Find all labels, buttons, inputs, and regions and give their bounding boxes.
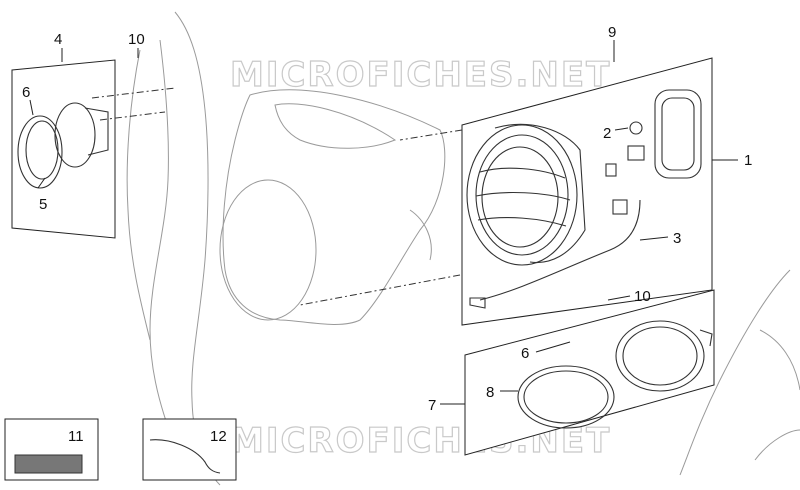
part-box-12 xyxy=(142,418,237,481)
callout-10-bottom: 10 xyxy=(634,288,651,305)
callout-2: 2 xyxy=(603,125,611,142)
callout-12: 12 xyxy=(210,428,227,445)
callout-6-top: 6 xyxy=(22,84,30,101)
callout-5: 5 xyxy=(39,196,47,213)
part-box-11 xyxy=(4,418,99,481)
callout-7: 7 xyxy=(428,397,436,414)
callout-6-bottom: 6 xyxy=(521,345,529,362)
watermark-top: MICROFICHES.NET xyxy=(230,55,611,95)
callout-8: 8 xyxy=(486,384,494,401)
fender-outline xyxy=(679,269,800,476)
callout-11: 11 xyxy=(68,428,84,445)
callout-9: 9 xyxy=(608,24,616,41)
callout-4: 4 xyxy=(54,31,62,48)
callout-3: 3 xyxy=(673,230,681,247)
callout-10-top: 10 xyxy=(128,31,145,48)
part-group-7 xyxy=(464,289,715,456)
callout-1: 1 xyxy=(744,152,752,169)
leader-lines xyxy=(29,40,738,405)
headlight-assembly-panel xyxy=(461,57,713,326)
part-group-4 xyxy=(11,59,176,239)
